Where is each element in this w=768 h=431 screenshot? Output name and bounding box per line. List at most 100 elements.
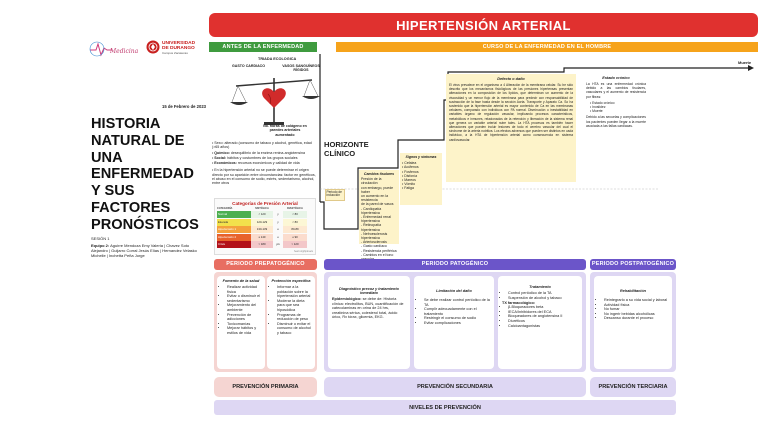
bp-table-header: CATEGORÍA SISTÓLICA DIASTÓLICA — [217, 207, 303, 210]
list-item: Evitar complicaciones — [424, 321, 490, 326]
bp-row-label: Hipertensión 2 — [217, 233, 251, 241]
list-item: Reintegrarlo a su vida social y laboral — [604, 298, 668, 303]
bp-table-title: Categorías de Presión Arterial — [232, 201, 298, 206]
stage-title: Defecto o daño — [497, 77, 525, 81]
stage-defecto-dano: Defecto o daño El virus prevalece en el … — [446, 74, 576, 182]
period-patogenico-header: PERIODO PATOGÉNICO — [324, 259, 586, 270]
risk-factor: • Económicos: recursos económicos y cali… — [212, 161, 300, 166]
section-before-header: ANTES DE LA ENFERMEDAD — [209, 42, 317, 52]
logo-universidad-line3: Campus Zacatecas — [162, 51, 188, 55]
list-item: Suspensión de alcohol y tabaco — [508, 296, 578, 301]
list-item: Descanso durante el proceso — [604, 316, 668, 321]
bp-row-label: Hipertensión 1 — [217, 226, 251, 233]
diagnostico-lead: Epidemiológico: — [332, 297, 362, 301]
bp-row: Normal < 120 y < 80 — [217, 211, 313, 218]
stage-title: Estado crónico — [602, 76, 630, 80]
bp-row: Hipertensión 2 ≥ 140 o ≥ 90 — [217, 233, 313, 241]
list-item: Cumplir adecuadamente con el tratamiento — [424, 307, 490, 316]
list-item: Programas de reducción de peso — [277, 313, 311, 322]
pharma-title: TX farmacológico: — [502, 301, 536, 306]
banner-title: HIPERTENSIÓN ARTERIAL — [396, 17, 571, 33]
list-item: No ingerir bebidas alcohólicas — [604, 312, 668, 317]
bp-categories-table: Categorías de Presión Arterial CATEGORÍA… — [214, 198, 316, 255]
team-label: Equipo 2: — [91, 243, 110, 248]
stage-body: El virus prevalece en el organismo a 4 A… — [449, 83, 573, 142]
section-course-header: CURSO DE LA ENFERMEDAD EN EL HOMBRE — [336, 42, 758, 52]
induction-label: Periodo de inducción — [325, 189, 345, 201]
period-postpatogenico-header: PERIODO POSTPATOGÉNICO — [590, 259, 676, 270]
period-prepatogenico-header: PERIODO PREPATOGÉNICO — [214, 259, 317, 270]
horizon-label: HORIZONTE CLÍNICO — [324, 140, 369, 158]
bp-row: Elevada 120-129 y < 80 — [217, 218, 313, 226]
list-item: Diuréticos — [508, 319, 578, 324]
logo-medicina-text: Medicina — [110, 48, 139, 55]
list-item: No fumar — [604, 307, 668, 312]
triad-host: VASOS SANGUÍNEOS RÍGIDOS — [282, 64, 320, 73]
stage-cambios-tisulares: Cambios tisulares Presión de la circulac… — [359, 170, 399, 265]
diagnostico-text: se debe de: Historia clínica: electrolit… — [332, 297, 404, 320]
section-before-label: ANTES DE LA ENFERMEDAD — [222, 44, 304, 50]
list-item: Mejoramiento del ambiente — [227, 303, 261, 312]
card-fomento-salud: Fomento de la salud Realizar actividad f… — [217, 276, 265, 369]
bp-row-label: Normal — [217, 211, 251, 218]
session-label: SESIÓN 1 — [91, 236, 110, 241]
list-item: Bloqueadores de angiotensina II — [508, 314, 578, 319]
team-block: Equipo 2: Aguirre Mendoza Emy Valeria | … — [91, 243, 203, 258]
list-item: IECA/Inhibidores del ECA — [508, 310, 578, 315]
list-item: Realizar actividad física — [227, 285, 261, 294]
list-item: Mejorar hábitos y estilos de vida — [227, 326, 261, 335]
arrow-head-icon — [748, 65, 754, 71]
date-text: 15 de Febrero de 2023 — [162, 104, 206, 109]
triad-agent: GASTO CARDIACO — [232, 64, 266, 68]
heart-icon — [262, 88, 286, 108]
section-course-label: CURSO DE LA ENFERMEDAD EN EL HOMBRE — [482, 44, 612, 50]
card-limitacion-dano: Limitación del daño Se debe realizar con… — [414, 276, 494, 369]
risk-factor: • Químico: desequilibrio de la enzima re… — [212, 150, 305, 155]
bp-row-label: Crisis — [217, 241, 251, 248]
risk-factor-note: • En la hipertensión arterial no se pued… — [212, 168, 316, 186]
list-item: Actividad física — [604, 303, 668, 308]
bp-row: Crisis > 180 y/o > 120 — [217, 241, 313, 248]
logo-universidad-line1: UNIVERSIDAD — [162, 41, 196, 46]
stage-signos-sintomas: Signos y síntomas • Cefalea • Acúfenos •… — [400, 153, 442, 205]
list-item: Calcioantagonistas — [508, 324, 578, 329]
risk-factors-list: • Sexo: alterado (consumo de tabaco y al… — [212, 141, 316, 186]
list-item: Disminuir o evitar el consumo de alcohol… — [277, 322, 311, 336]
main-title: HISTORIA NATURAL DE UNA ENFERMEDAD Y SUS… — [91, 116, 199, 233]
banner-title-bar: HIPERTENSIÓN ARTERIAL — [209, 13, 758, 37]
list-item: Toxicomanías — [227, 322, 261, 327]
list-item: Informar a la población sobre la hiperte… — [277, 285, 311, 299]
bp-row: Hipertensión 1 130-139 o 80-89 — [217, 226, 313, 233]
axis-label-muerte: Muerte — [738, 60, 752, 65]
bp-row-label: Elevada — [217, 218, 251, 226]
risk-factor: • Social: hábitos y costumbres de los gr… — [212, 155, 298, 160]
bp-table-source: heart.org/bplevels — [293, 250, 313, 253]
logo-universidad-line2: DE DURANGO — [162, 46, 195, 51]
list-item: Se debe realizar control periódico de la… — [424, 298, 490, 307]
logo-medicina: Medicina — [88, 40, 138, 58]
prevention-terciaria: PREVENCIÓN TERCIARIA — [590, 377, 676, 397]
list-item: Evitar o disminuir el sedentarismo — [227, 294, 261, 303]
stage-title: Cambios tisulares — [363, 172, 395, 176]
card-proteccion-especifica: Protección específica Informar a la pobl… — [267, 276, 315, 369]
team-members: Aguirre Mendoza Emy Valeria | Chavez Sot… — [91, 243, 197, 258]
list-item: β-Bloqueadores beta — [508, 305, 578, 310]
list-item: Moderar la dieta para que sea hiposódica — [277, 299, 311, 313]
list-item: Prevención de adicciones — [227, 313, 261, 322]
risk-factor: • Sexo: alterado (consumo de tabaco y al… — [212, 141, 312, 150]
card-tratamiento: Tratamiento Control periódico de la TA S… — [498, 276, 582, 369]
university-seal-icon — [146, 40, 160, 54]
list-item: Restringir el consumo de sodio — [424, 316, 490, 321]
triad-environment: No. fibras de colágeno en paredes arteri… — [263, 124, 307, 137]
prevention-levels: NIVELES DE PREVENCIÓN — [214, 400, 676, 415]
list-item: Control periódico de la TA — [508, 291, 578, 296]
balance-scale-icon — [230, 78, 320, 125]
bp-table-rows: Normal < 120 y < 80 Elevada 120-129 y < … — [215, 211, 315, 248]
prevention-primaria: PREVENCIÓN PRIMARIA — [214, 377, 317, 397]
triad-title: TRIADA ECOLOGICA — [258, 57, 297, 61]
prevention-secundaria: PREVENCIÓN SECUNDARIA — [324, 377, 586, 397]
medicina-logo-icon — [89, 41, 112, 57]
card-diagnostico-precoz: Diagnóstico precoz y tratamiento inmedia… — [328, 276, 410, 369]
stage-title: Signos y síntomas — [405, 155, 437, 159]
logo-universidad: UNIVERSIDAD DE DURANGO Campus Zacatecas — [146, 40, 206, 62]
